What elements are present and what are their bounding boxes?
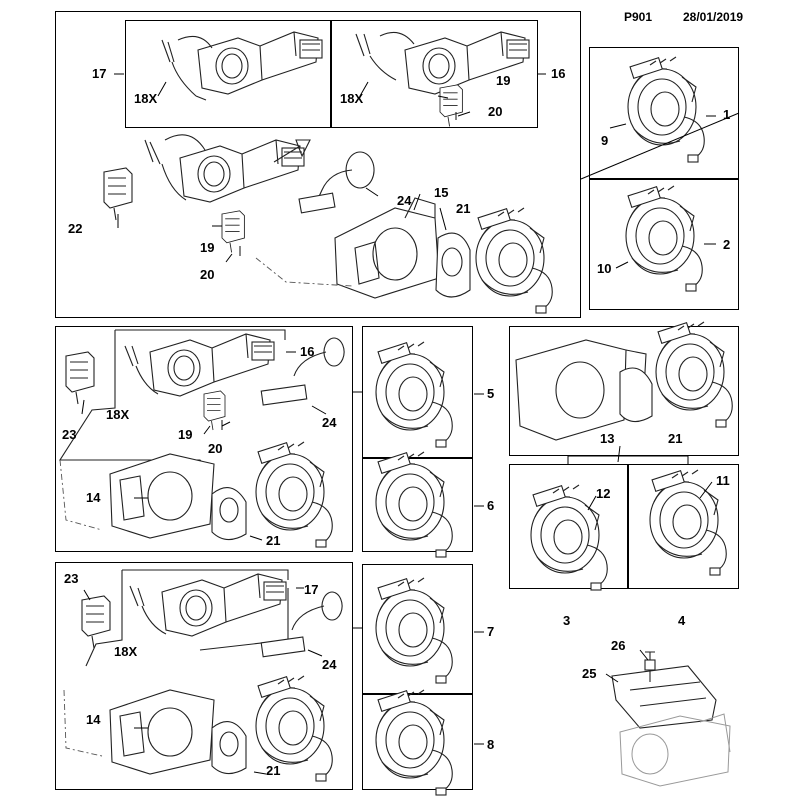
callout-23: 23 (64, 571, 79, 586)
group-sub-17-frame (125, 20, 332, 128)
group-left-low-frame (55, 562, 353, 790)
group-3-frame (509, 464, 628, 589)
group-4-frame (628, 464, 739, 589)
callout-20: 20 (200, 267, 215, 282)
callout-20: 20 (208, 441, 223, 456)
callout-18x: 18X (340, 91, 364, 106)
callout-11: 11 (716, 473, 730, 488)
callout-16: 16 (551, 66, 566, 81)
callout-18x: 18X (114, 644, 138, 659)
callout-9: 9 (601, 133, 609, 148)
callout-21: 21 (668, 431, 683, 446)
page-date: 28/01/2019 (683, 10, 744, 24)
group-sub-16-frame (330, 20, 538, 128)
callout-20: 20 (488, 104, 503, 119)
group-left-mid-frame (55, 326, 353, 552)
callout-21: 21 (266, 533, 281, 548)
callout-13: 13 (600, 431, 615, 446)
callout-17: 17 (304, 582, 319, 597)
callout-24: 24 (397, 193, 412, 208)
callout-15: 15 (434, 185, 449, 200)
callout-18x: 18X (134, 91, 158, 106)
callout-24: 24 (322, 415, 337, 430)
callout-25: 25 (582, 666, 597, 681)
callout-4: 4 (678, 613, 686, 628)
callout-2: 2 (723, 237, 731, 252)
callout-3: 3 (563, 613, 571, 628)
callout-16: 16 (300, 344, 315, 359)
callout-14: 14 (86, 712, 101, 727)
group-main-frame (55, 11, 581, 318)
group-7-frame (362, 564, 473, 694)
group-8-frame (362, 694, 473, 790)
callout-10: 10 (597, 261, 612, 276)
page-code: P901 (624, 10, 653, 24)
callout-6: 6 (487, 498, 495, 513)
callout-14: 14 (86, 490, 101, 505)
callout-8: 8 (487, 737, 495, 752)
callout-17: 17 (92, 66, 107, 81)
callout-19: 19 (178, 427, 193, 442)
callout-19: 19 (496, 73, 511, 88)
callout-21: 21 (266, 763, 281, 778)
callout-22: 22 (68, 221, 83, 236)
callout-24: 24 (322, 657, 337, 672)
callout-19: 19 (200, 240, 215, 255)
callout-5: 5 (487, 386, 495, 401)
callout-26: 26 (611, 638, 626, 653)
group-5-frame (362, 326, 473, 458)
callout-21: 21 (456, 201, 471, 216)
callout-7: 7 (487, 624, 495, 639)
callout-12: 12 (596, 486, 611, 501)
group-2-frame (589, 179, 739, 310)
callout-23: 23 (62, 427, 77, 442)
callout-1: 1 (723, 107, 731, 122)
group-6-frame (362, 458, 473, 552)
callout-18x: 18X (106, 407, 130, 422)
